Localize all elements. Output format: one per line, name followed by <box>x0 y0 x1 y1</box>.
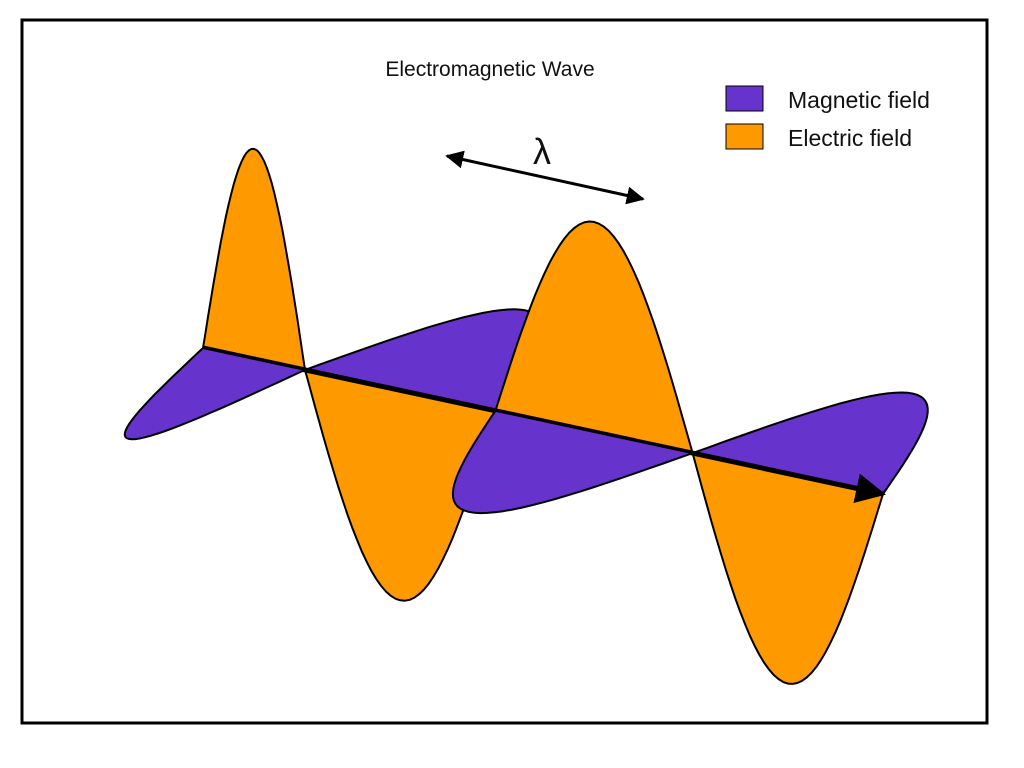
electric-field-lobe <box>691 452 884 685</box>
legend-swatch-magnetic <box>725 85 764 112</box>
wavelength-label: λ <box>533 131 551 172</box>
legend-label-magnetic: Magnetic field <box>788 87 930 113</box>
legend-label-electric: Electric field <box>788 125 912 151</box>
magnetic-field-lobe <box>691 391 929 495</box>
magnetic-field-lobe <box>123 347 306 441</box>
wavelength-arrow <box>445 150 645 205</box>
electric-field-lobe <box>494 220 694 455</box>
legend-swatch-electric <box>725 123 764 150</box>
diagram-title: Electromagnetic Wave <box>385 58 594 81</box>
magnetic-field-front-layer <box>123 347 694 515</box>
electric-field-lobe <box>202 147 306 371</box>
magnetic-field-lobe <box>451 409 694 515</box>
